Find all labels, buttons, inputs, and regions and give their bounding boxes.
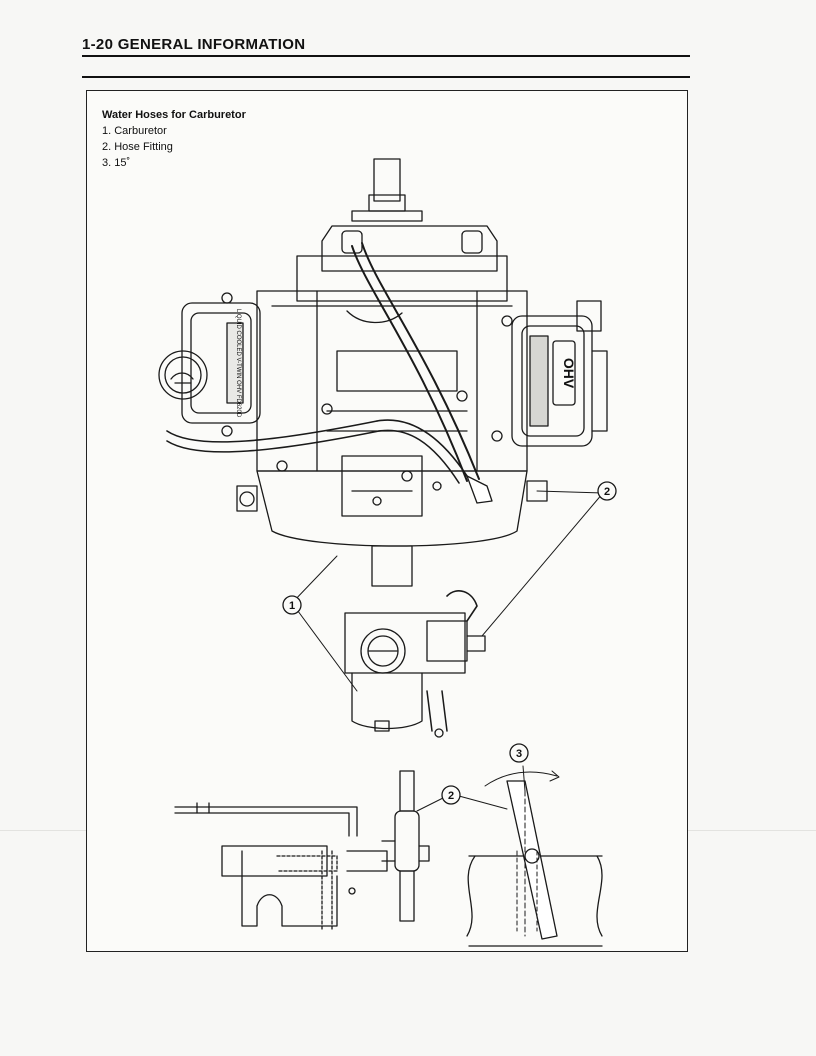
crankshaft-bottom [371,545,413,587]
header-rule [82,76,690,78]
float-bowl [351,672,423,730]
engine-assembly: LIQUID COOLED V-TWIN OHV FD620D OHV [158,158,608,587]
figure-legend: Water Hoses for Carburetor 1. Carburetor… [102,107,246,171]
angled-fitting [506,780,558,940]
callout-3: 3 [509,743,529,763]
engine-lower-block [256,470,528,547]
left-cylinder-head: LIQUID COOLED V-TWIN OHV FD620D [158,302,261,424]
right-cylinder-head: OHV [511,300,608,447]
angle-detail [466,765,603,947]
left-cover-text: LIQUID COOLED V-TWIN OHV FD620D [235,309,241,418]
callout-2-upper: 2 [481,481,617,637]
engine-main-block [256,290,528,472]
engine-upper-block [321,225,498,272]
callout-1: 1 [282,555,358,692]
callout-2-lower-label: 2 [448,790,454,802]
figure-title: Water Hoses for Carburetor [102,109,246,121]
figure-box: Water Hoses for Carburetor 1. Carburetor… [86,90,688,952]
oil-cap-icon [158,350,208,400]
callout-2-upper-label: 2 [604,486,610,498]
legend-item-hose-fitting: 2. Hose Fitting [102,141,173,153]
callout-1-label: 1 [289,600,295,612]
engine-line-drawing: LIQUID COOLED V-TWIN OHV FD620D OHV [158,158,617,947]
legend-item-carburetor: 1. Carburetor [102,125,167,137]
hose-fitting-vertical [399,770,415,812]
carburetor-body [344,612,466,674]
crankshaft-top [373,158,401,202]
legend-item-angle: 3. 15˚ [102,157,131,169]
callout-3-label: 3 [516,748,522,760]
legend-list: 1. Carburetor 2. Hose Fitting 3. 15˚ [102,123,246,171]
callout-2-lower: 2 [416,785,508,812]
right-cover-logo: OHV [561,358,577,389]
carburetor-detail [344,590,486,738]
side-view-detail [174,770,430,932]
page-title: 1-20 GENERAL INFORMATION [82,36,306,53]
page-header: 1-20 GENERAL INFORMATION [82,36,690,57]
